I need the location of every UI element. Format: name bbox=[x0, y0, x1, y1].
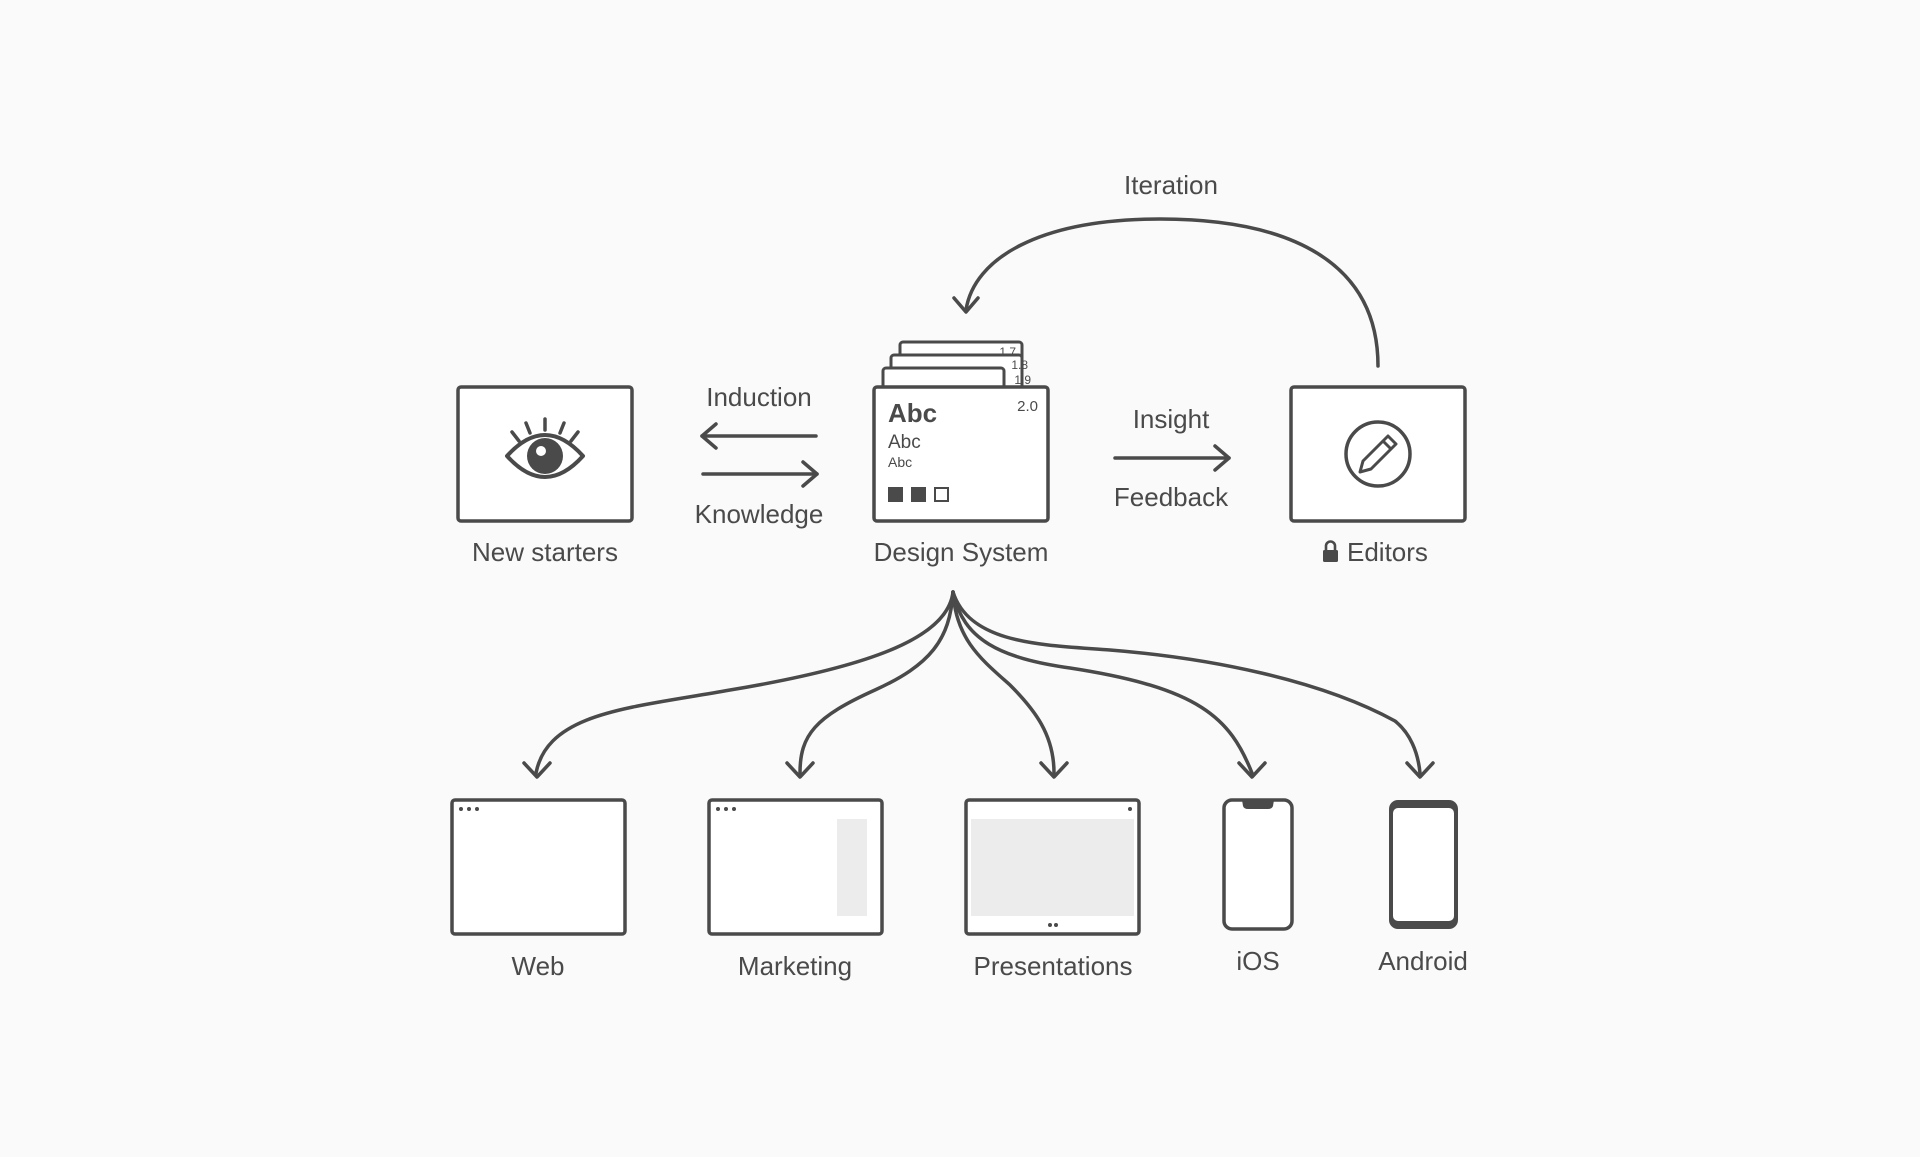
sample-heading-large: Abc bbox=[888, 398, 937, 428]
arrow-to-marketing bbox=[798, 590, 955, 775]
new-starters-node bbox=[456, 385, 634, 523]
insight-arrow bbox=[1113, 444, 1231, 472]
editors-node bbox=[1289, 385, 1467, 523]
ios-label: iOS bbox=[1236, 946, 1279, 976]
presentations-device bbox=[964, 798, 1141, 936]
swatch-dark-2 bbox=[911, 487, 926, 502]
presentations-label: Presentations bbox=[974, 951, 1133, 981]
arrow-to-presentations bbox=[951, 590, 1056, 775]
knowledge-label: Knowledge bbox=[695, 499, 824, 529]
version-2-0: 2.0 bbox=[1017, 398, 1038, 415]
sample-heading-medium: Abc bbox=[888, 432, 921, 453]
android-label: Android bbox=[1378, 946, 1468, 976]
lock-icon bbox=[1323, 540, 1338, 562]
arrow-to-ios bbox=[951, 590, 1254, 775]
design-system-label: Design System bbox=[874, 537, 1049, 567]
insight-label: Insight bbox=[1133, 404, 1210, 434]
new-starters-label: New starters bbox=[472, 537, 618, 567]
version-1-7: 1.7 bbox=[999, 345, 1016, 359]
iteration-arrow bbox=[952, 217, 1380, 368]
web-label: Web bbox=[512, 951, 565, 981]
eye-icon bbox=[505, 417, 585, 479]
sample-heading-small: Abc bbox=[888, 454, 912, 470]
marketing-device bbox=[707, 798, 884, 936]
swatch-dark-1 bbox=[888, 487, 903, 502]
marketing-label: Marketing bbox=[738, 951, 852, 981]
ios-device bbox=[1222, 798, 1294, 931]
arrow-to-web bbox=[534, 590, 955, 775]
version-1-8: 1.8 bbox=[1011, 358, 1028, 372]
feedback-label: Feedback bbox=[1114, 482, 1229, 512]
induction-arrow bbox=[700, 422, 818, 450]
editors-box bbox=[1289, 385, 1467, 523]
distribution-arrows bbox=[522, 590, 1435, 779]
swatch-empty bbox=[934, 487, 949, 502]
version-1-9: 1.9 bbox=[1014, 373, 1031, 387]
iteration-label: Iteration bbox=[1124, 170, 1218, 200]
android-device bbox=[1389, 800, 1458, 929]
web-device bbox=[450, 798, 627, 936]
editors-label: Editors bbox=[1347, 537, 1428, 567]
pencil-icon bbox=[1344, 420, 1412, 488]
design-system-node: 1.7 1.8 1.9 2.0 Abc Abc Abc bbox=[872, 340, 1050, 523]
arrow-to-android bbox=[951, 590, 1422, 775]
knowledge-arrow bbox=[701, 460, 819, 488]
induction-label: Induction bbox=[706, 382, 812, 412]
